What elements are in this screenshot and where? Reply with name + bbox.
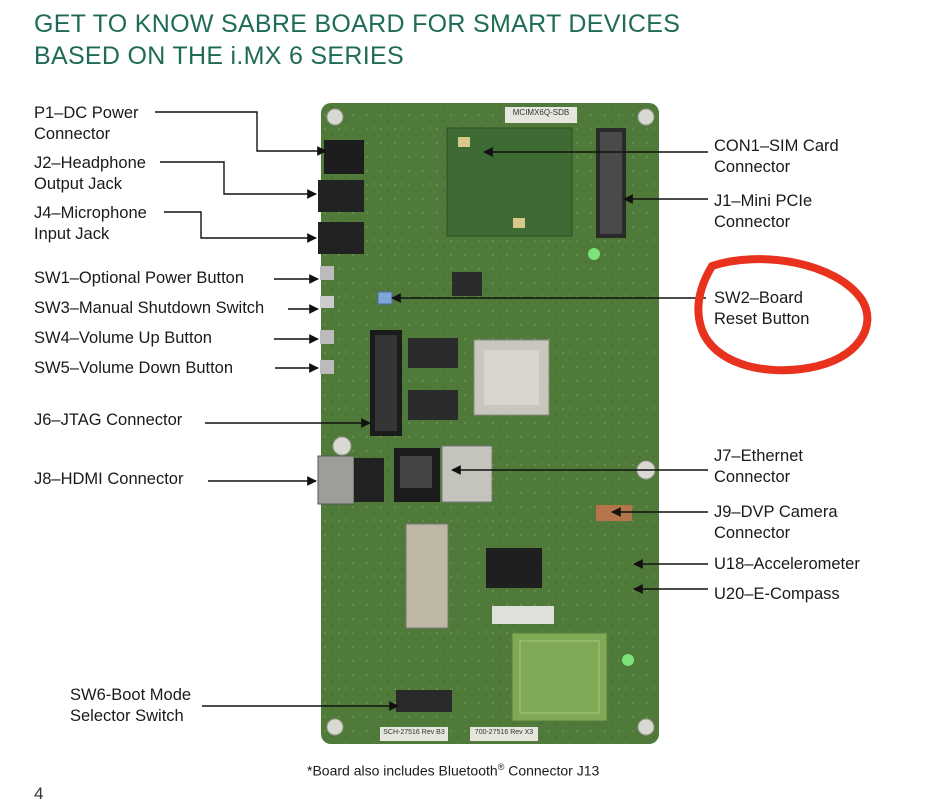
footnote-text-after: Connector J13 bbox=[504, 762, 600, 779]
label-u18-accelerometer: U18–Accelerometer bbox=[714, 555, 860, 573]
label-sw2-reset: SW2–Board Reset Button bbox=[714, 288, 809, 330]
board-bottom-label-1: SCH-27516 Rev B3 bbox=[383, 729, 445, 736]
label-sw2-line1: SW2–Board bbox=[714, 289, 803, 307]
pcb-board bbox=[317, 103, 659, 744]
label-con1-line1: CON1–SIM Card bbox=[714, 137, 839, 155]
leader-p1 bbox=[155, 111, 327, 156]
leader-j2 bbox=[160, 161, 317, 199]
label-j6-jtag: J6–JTAG Connector bbox=[34, 411, 183, 429]
label-j9-line1: J9–DVP Camera bbox=[714, 503, 838, 521]
label-con1-line2: Connector bbox=[714, 158, 791, 176]
label-p1-dc-power: P1–DC Power Connector bbox=[34, 103, 139, 145]
title-line-2: BASED ON THE i.MX 6 SERIES bbox=[34, 42, 404, 70]
label-j7-line1: J7–Ethernet bbox=[714, 447, 803, 465]
label-j9-dvp-camera: J9–DVP Camera Connector bbox=[714, 502, 838, 544]
label-sw5: SW5–Volume Down Button bbox=[34, 359, 234, 377]
footnote: *Board also includes Bluetooth® Connecto… bbox=[307, 762, 599, 779]
label-p1-line1: P1–DC Power bbox=[34, 104, 139, 122]
label-j2-headphone: J2–Headphone Output Jack bbox=[34, 153, 146, 195]
annotation-circle bbox=[694, 255, 872, 375]
label-j4-microphone: J4–Microphone Input Jack bbox=[34, 203, 147, 245]
label-con1-sim: CON1–SIM Card Connector bbox=[714, 136, 839, 178]
footnote-text-before: *Board also includes Bluetooth bbox=[307, 762, 498, 779]
board-sticker-label: MCIMX6Q-SDB bbox=[512, 108, 570, 117]
label-sw1: SW1–Optional Power Button bbox=[34, 269, 245, 287]
label-sw6-line1: SW6-Boot Mode bbox=[70, 686, 192, 704]
title-line-1: GET TO KNOW SABRE BOARD FOR SMART DEVICE… bbox=[34, 10, 681, 38]
label-j1-line1: J1–Mini PCIe bbox=[714, 192, 813, 210]
label-u20-ecompass: U20–E-Compass bbox=[714, 585, 840, 603]
label-sw4: SW4–Volume Up Button bbox=[34, 329, 212, 347]
label-j4-line1: J4–Microphone bbox=[34, 204, 147, 222]
label-j1-line2: Connector bbox=[714, 213, 791, 231]
label-j2-line2: Output Jack bbox=[34, 175, 123, 193]
label-j8-hdmi: J8–HDMI Connector bbox=[34, 470, 184, 488]
label-j7-ethernet: J7–Ethernet Connector bbox=[714, 446, 803, 488]
leader-j4 bbox=[164, 211, 317, 243]
board-bottom-label-2: 700-27516 Rev X3 bbox=[474, 729, 534, 736]
left-leader-lines bbox=[155, 111, 399, 711]
label-sw6-boot-mode: SW6-Boot Mode Selector Switch bbox=[70, 685, 191, 727]
footnote-reg-mark: ® bbox=[497, 762, 505, 772]
label-sw3: SW3–Manual Shutdown Switch bbox=[34, 299, 265, 317]
page-title: GET TO KNOW SABRE BOARD FOR SMART DEVICE… bbox=[34, 8, 680, 72]
label-j7-line2: Connector bbox=[714, 468, 791, 486]
label-sw2-line2: Reset Button bbox=[714, 310, 810, 328]
label-j4-line2: Input Jack bbox=[34, 225, 110, 243]
label-j2-line1: J2–Headphone bbox=[34, 154, 146, 172]
label-j1-minipcie: J1–Mini PCIe Connector bbox=[714, 191, 812, 233]
page-number: 4 bbox=[34, 784, 44, 803]
label-sw6-line2: Selector Switch bbox=[70, 707, 184, 725]
right-leader-lines bbox=[391, 147, 708, 594]
label-p1-line2: Connector bbox=[34, 125, 111, 143]
label-j9-line2: Connector bbox=[714, 524, 791, 542]
